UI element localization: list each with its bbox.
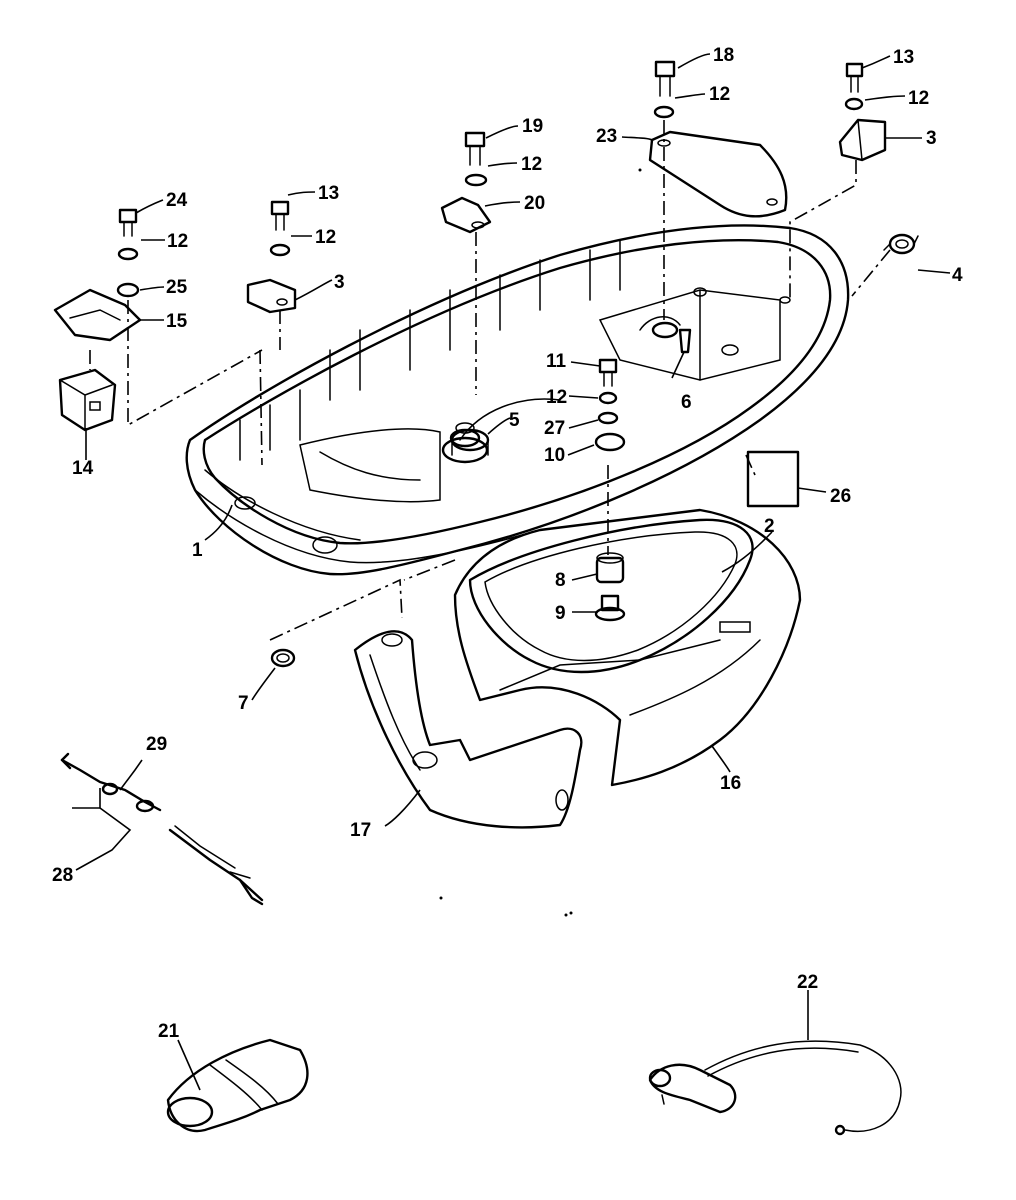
callout-16: 16 bbox=[720, 773, 741, 794]
speck bbox=[439, 896, 443, 900]
callout-21: 21 bbox=[158, 1021, 180, 1042]
callout-20: 20 bbox=[524, 193, 545, 214]
callout-17: 17 bbox=[350, 820, 371, 841]
callout-1: 1 bbox=[192, 540, 203, 561]
callout-14: 14 bbox=[72, 458, 94, 479]
callout-25: 25 bbox=[166, 277, 188, 298]
callout-7: 7 bbox=[238, 693, 249, 714]
alignment-lines bbox=[89, 120, 891, 641]
bracket-stack-left bbox=[246, 200, 297, 314]
callout-15: 15 bbox=[166, 311, 188, 332]
plate-stack-right bbox=[648, 60, 788, 218]
callout-23: 23 bbox=[596, 126, 617, 147]
callout-13: 13 bbox=[318, 183, 339, 204]
callout-2: 2 bbox=[764, 516, 775, 537]
callout-24: 24 bbox=[166, 190, 188, 211]
plug bbox=[270, 648, 296, 668]
sleeve bbox=[166, 1038, 309, 1133]
callout-9: 9 bbox=[555, 603, 566, 624]
callout-26: 26 bbox=[830, 486, 851, 507]
center-grommet bbox=[450, 428, 490, 456]
decal bbox=[746, 450, 800, 508]
callout-12: 12 bbox=[315, 227, 336, 248]
side-cowl-right bbox=[453, 508, 802, 787]
callout-12: 12 bbox=[546, 387, 567, 408]
callout-3: 3 bbox=[334, 272, 345, 293]
callout-19: 19 bbox=[522, 116, 543, 137]
seal-plate bbox=[468, 518, 754, 674]
leader-lines bbox=[72, 53, 951, 1091]
callout-28: 28 bbox=[52, 865, 73, 886]
callout-12: 12 bbox=[521, 154, 542, 175]
callout-11: 11 bbox=[546, 351, 567, 372]
callout-5: 5 bbox=[509, 410, 520, 431]
callouts: 1 2 3 3 4 5 6 7 8 9 10 11 12 12 12 12 12… bbox=[52, 45, 963, 1042]
callout-29: 29 bbox=[146, 734, 167, 755]
callout-18: 18 bbox=[713, 45, 734, 66]
fastener-stack-center bbox=[594, 358, 626, 452]
callout-4: 4 bbox=[952, 265, 963, 286]
callout-12: 12 bbox=[908, 88, 929, 109]
wire-harness bbox=[60, 752, 264, 906]
side-cowl-left bbox=[353, 630, 583, 829]
mount-and-stud bbox=[594, 552, 626, 622]
speck bbox=[569, 911, 573, 915]
callout-8: 8 bbox=[555, 570, 566, 591]
callout-10: 10 bbox=[544, 445, 565, 466]
callout-12: 12 bbox=[709, 84, 730, 105]
callout-27: 27 bbox=[544, 418, 565, 439]
lanyard bbox=[648, 1040, 902, 1136]
callout-3: 3 bbox=[926, 128, 937, 149]
callout-13: 13 bbox=[893, 47, 914, 68]
bottom-cowl bbox=[185, 224, 850, 576]
grommet bbox=[883, 233, 919, 255]
fitting bbox=[678, 328, 692, 354]
callout-6: 6 bbox=[681, 392, 692, 413]
speck bbox=[564, 913, 568, 917]
callout-12: 12 bbox=[167, 231, 188, 252]
bracket-stack-far-right bbox=[838, 62, 887, 162]
callout-22: 22 bbox=[797, 972, 818, 993]
bracket-stack-center bbox=[440, 131, 492, 234]
speck bbox=[638, 168, 642, 172]
